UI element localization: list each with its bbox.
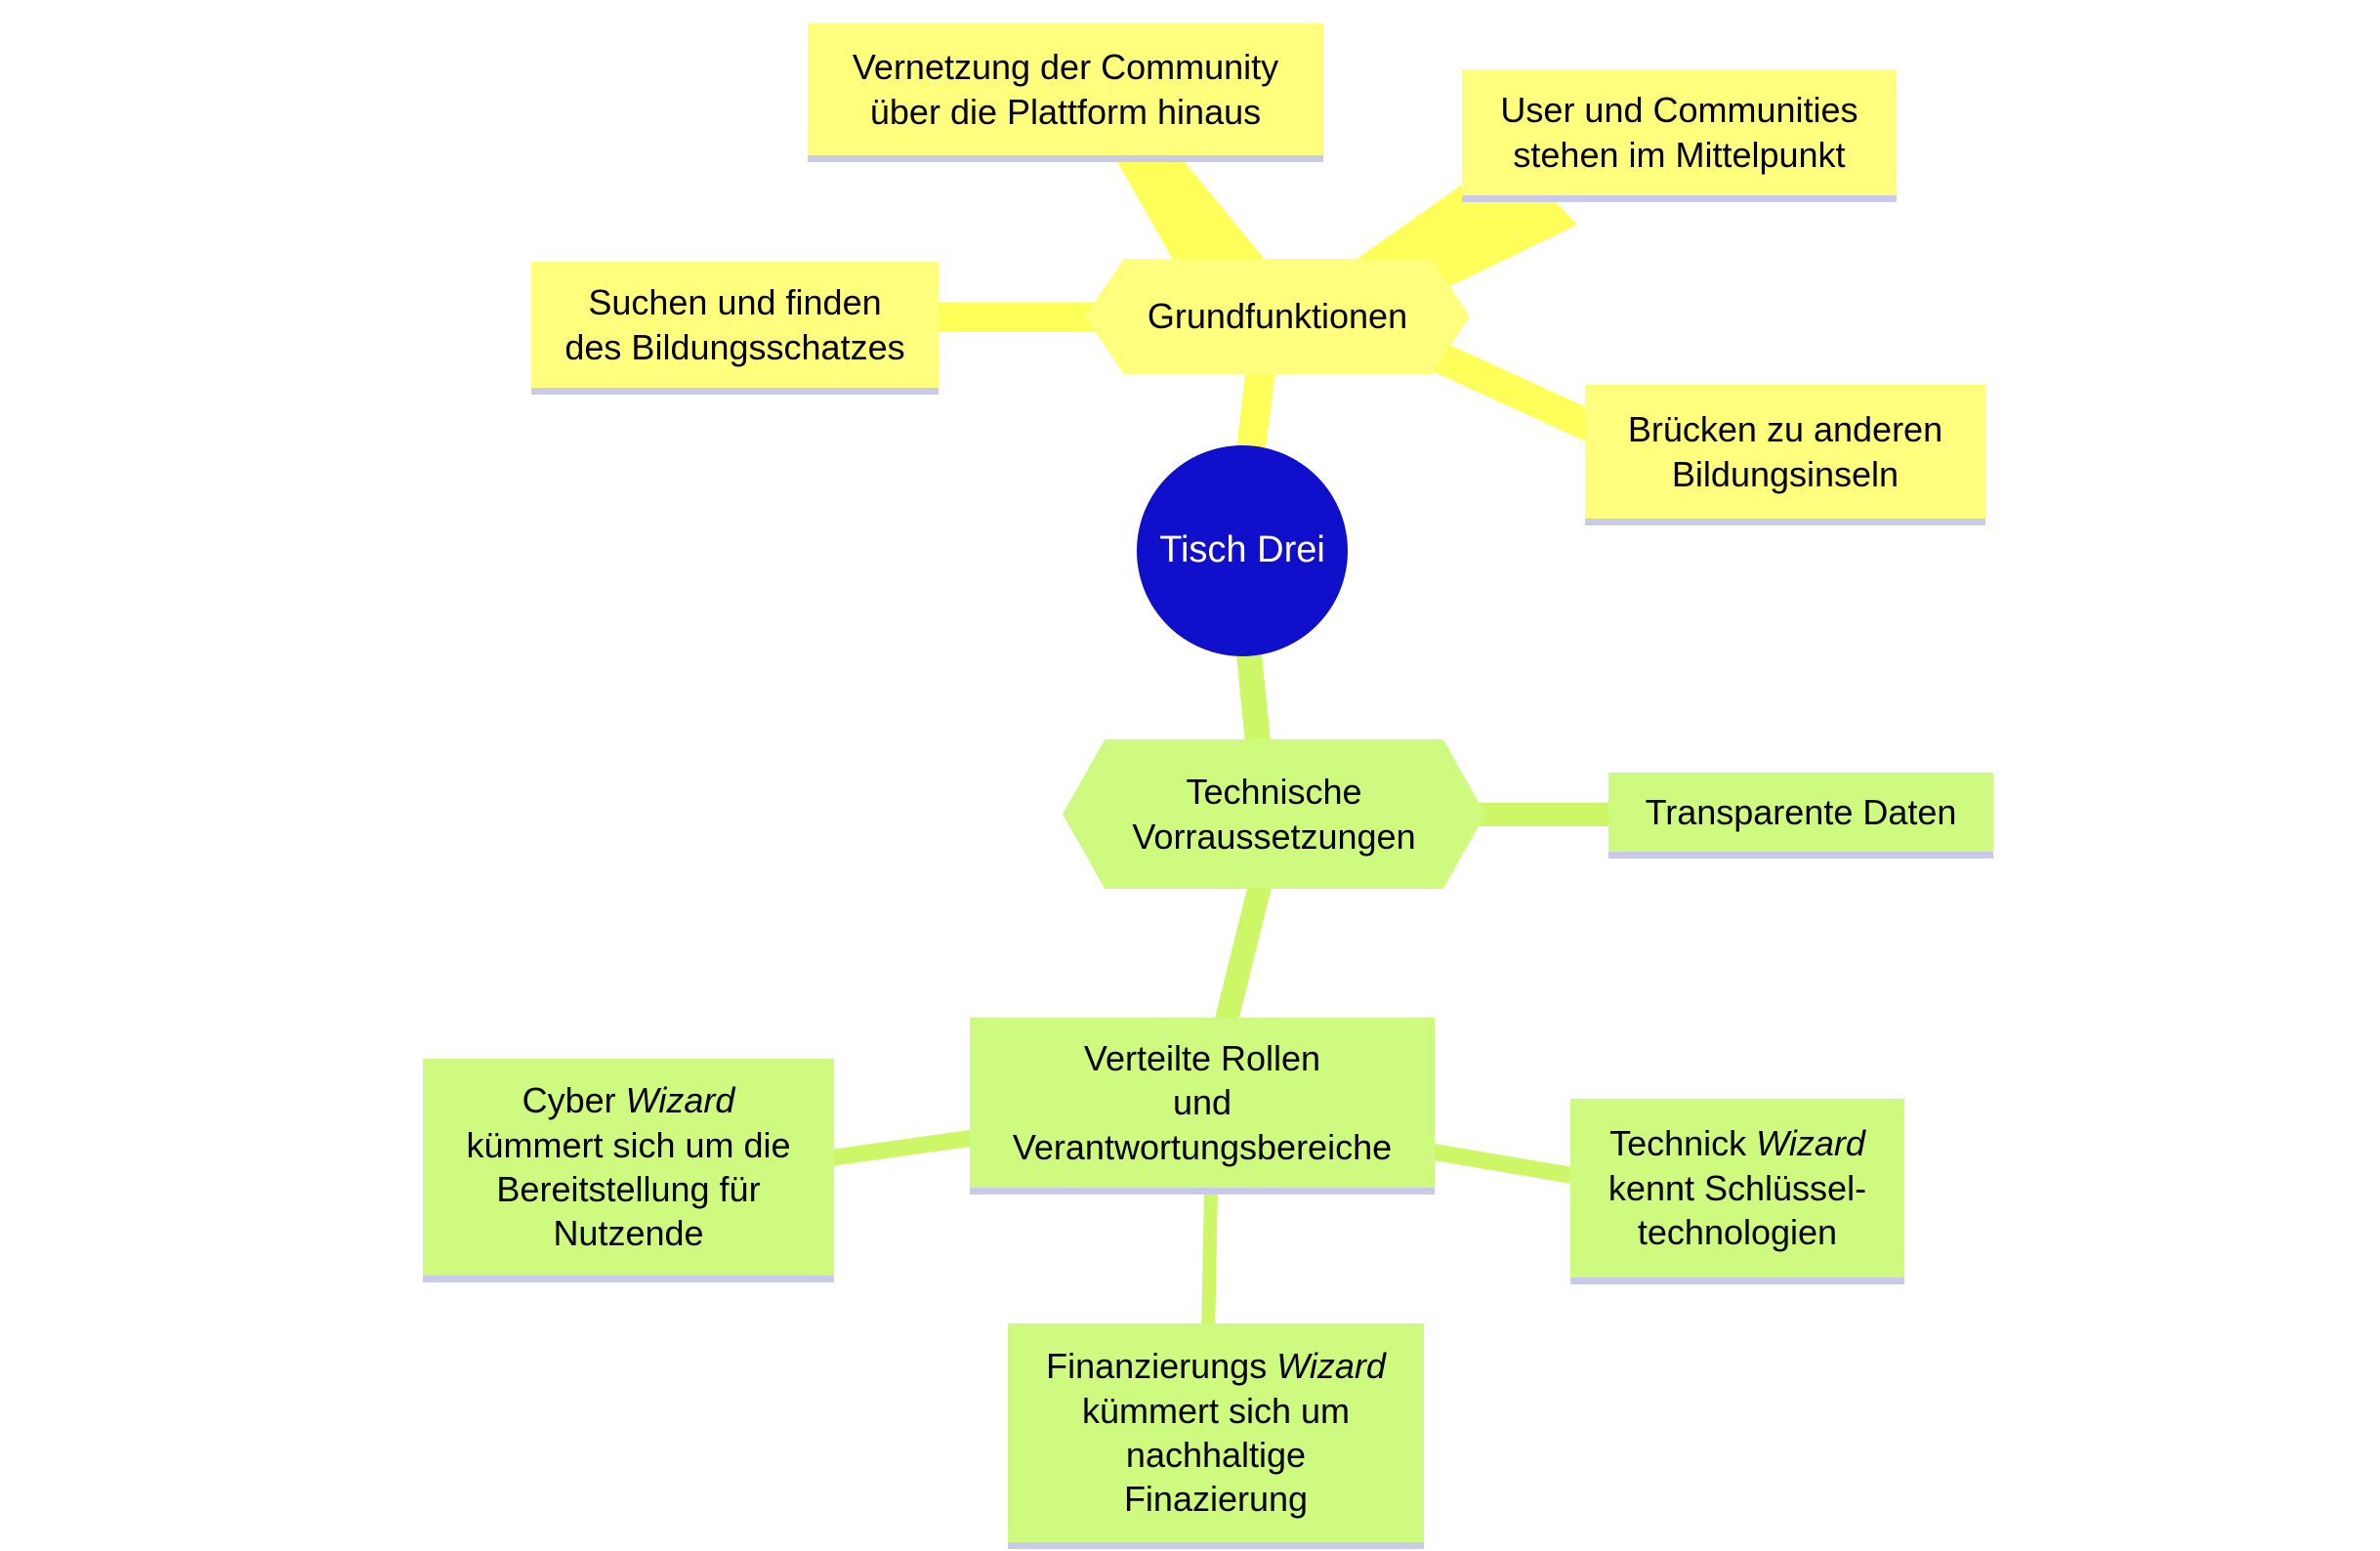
node-grundfunktionen: Grundfunktionen bbox=[1085, 259, 1470, 374]
node-technick-wizard: Technick Wizard kennt Schlüssel- technol… bbox=[1570, 1099, 1904, 1284]
node-finanzierungs-wizard: Finanzierungs Wizard kümmert sich um nac… bbox=[1008, 1323, 1424, 1549]
node-transparente-label: Transparente Daten bbox=[1645, 791, 1957, 832]
connector-verteilte-cyber bbox=[818, 1127, 988, 1168]
node-transparente-daten: Transparente Daten bbox=[1608, 773, 1993, 859]
connector-grundfunktionen-vernetzung bbox=[1108, 147, 1284, 283]
connector-verteilte-technick bbox=[1424, 1142, 1594, 1188]
node-center-label: Tisch Drei bbox=[1159, 529, 1325, 571]
node-bruecken: Brücken zu anderen Bildungsinseln bbox=[1585, 385, 1985, 525]
node-vernetzung-label: Vernetzung der Community über die Plattf… bbox=[852, 47, 1279, 132]
node-cyber-wizard-label: Cyber Wizard kümmert sich um die Bereits… bbox=[466, 1080, 791, 1254]
node-cyber-wizard: Cyber Wizard kümmert sich um die Bereits… bbox=[423, 1059, 834, 1282]
node-technische-label: Technische Vorraussetzungen bbox=[1132, 772, 1416, 857]
node-verteilte-label: Verteilte Rollen und Verantwortungsberei… bbox=[1012, 1037, 1393, 1167]
node-vernetzung: Vernetzung der Community über die Plattf… bbox=[808, 23, 1323, 162]
node-grundfunktionen-label: Grundfunktionen bbox=[1147, 296, 1408, 337]
node-user-communities: User und Communities stehen im Mittelpun… bbox=[1462, 69, 1897, 202]
connector-technische-verteilte bbox=[1211, 871, 1274, 1038]
node-user-communities-label: User und Communities stehen im Mittelpun… bbox=[1500, 90, 1858, 175]
node-bruecken-label: Brücken zu anderen Bildungsinseln bbox=[1627, 409, 1943, 494]
node-technische-vorraussetzungen: Technische Vorraussetzungen bbox=[1063, 739, 1485, 889]
connector-verteilte-finanzierungs bbox=[1201, 1186, 1218, 1339]
node-suchen: Suchen und finden des Bildungsschatzes bbox=[531, 262, 939, 395]
node-center-tisch-drei: Tisch Drei bbox=[1137, 445, 1348, 656]
node-verteilte-rollen: Verteilte Rollen und Verantwortungsberei… bbox=[970, 1018, 1435, 1195]
node-technick-wizard-label: Technick Wizard kennt Schlüssel- technol… bbox=[1608, 1123, 1867, 1253]
node-finanzierungs-wizard-label: Finanzierungs Wizard kümmert sich um nac… bbox=[1046, 1346, 1386, 1520]
node-suchen-label: Suchen und finden des Bildungsschatzes bbox=[564, 282, 905, 367]
